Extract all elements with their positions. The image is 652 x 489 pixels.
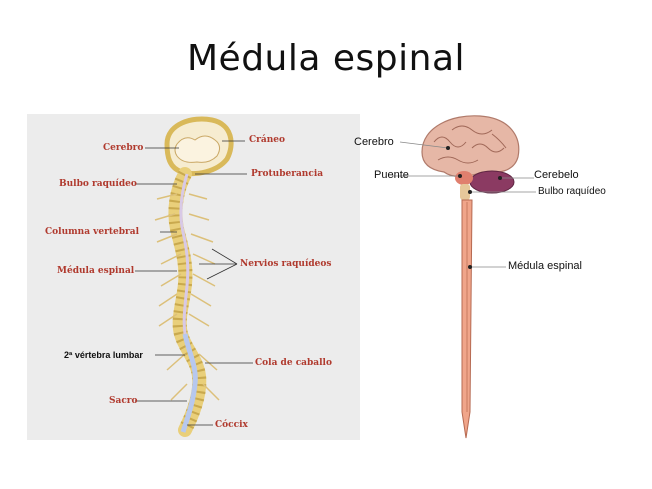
label-craneo: Cráneo	[249, 135, 286, 145]
pointer-dot	[498, 176, 502, 180]
label-sacro: Sacro	[109, 396, 138, 406]
brain-folds	[433, 125, 507, 164]
cerebellum-shape	[469, 170, 515, 194]
spinal-nerves	[154, 193, 220, 401]
label-medula-espinal-right: Médula espinal	[508, 260, 582, 272]
pons-shape	[455, 171, 473, 185]
vertebral-column	[168, 167, 207, 437]
spine-illustration	[135, 116, 253, 437]
spinal-cord	[179, 173, 190, 335]
brain-shape	[174, 135, 221, 163]
cns-diagram: Cerebro Puente Cerebelo Bulbo raquídeo M…	[352, 112, 652, 442]
slide-title: Médula espinal	[186, 38, 466, 79]
label-cerebro-right: Cerebro	[354, 136, 394, 148]
label-columna-vertebral: Columna vertebral	[45, 227, 140, 237]
leader-lines	[135, 140, 253, 426]
cns-illustration	[392, 115, 536, 439]
label-puente: Puente	[374, 169, 409, 181]
medulla-shape	[460, 184, 470, 200]
label-medula-espinal: Médula espinal	[57, 266, 135, 276]
label-cerebro: Cerebro	[103, 143, 144, 153]
label-nervios-raquideos: Nervios raquídeos	[240, 259, 332, 269]
cerebrum-shape	[421, 115, 520, 178]
label-cerebelo: Cerebelo	[534, 169, 579, 181]
pointer-dot	[468, 265, 472, 269]
label-protuberancia: Protuberancia	[251, 169, 324, 179]
cauda-equina	[180, 333, 198, 433]
label-bulbo-raquideo: Bulbo raquídeo	[59, 179, 137, 189]
spine-anatomy-diagram: Cerebro Cráneo Bulbo raquídeo Protuberan…	[27, 114, 360, 440]
label-cola-de-caballo: Cola de caballo	[255, 358, 332, 368]
pointer-dot	[468, 190, 472, 194]
pointer-dot	[458, 174, 462, 178]
label-vertebra-lumbar: 2ª vértebra lumbar	[64, 350, 143, 360]
leader-lines	[392, 141, 536, 268]
label-coccix: Cóccix	[215, 420, 248, 430]
pointer-dot	[446, 146, 450, 150]
label-bulbo-raquideo-right: Bulbo raquídeo	[538, 186, 606, 197]
